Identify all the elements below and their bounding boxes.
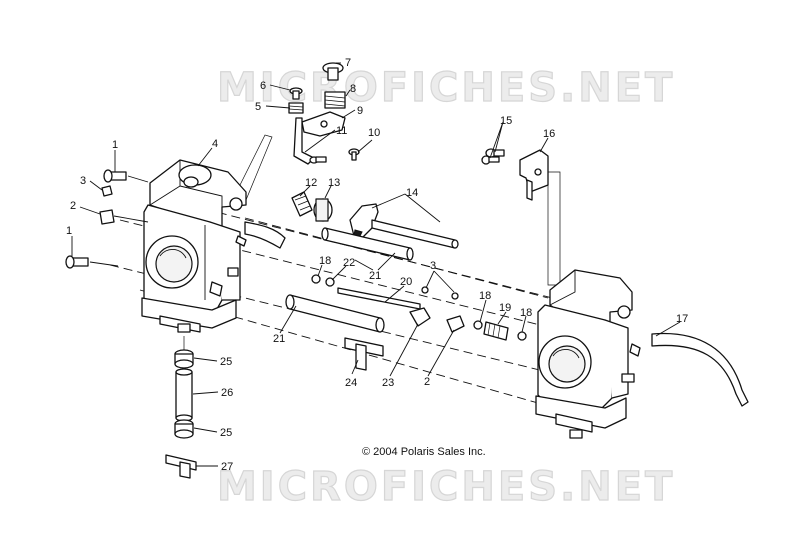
callout-18-center: 18 — [479, 290, 491, 302]
callout-3-center: 3 — [430, 260, 436, 272]
callout-6: 6 — [260, 80, 266, 92]
callout-18-left: 18 — [319, 255, 331, 267]
callout-25-lower: 25 — [220, 427, 232, 439]
callout-24: 24 — [345, 377, 357, 389]
callout-13: 13 — [328, 177, 340, 189]
callout-4: 4 — [212, 138, 218, 150]
linkage-parts — [65, 62, 749, 479]
callout-2-center: 2 — [424, 376, 430, 388]
callout-17: 17 — [676, 313, 688, 325]
callout-14: 14 — [406, 187, 418, 199]
callout-22: 22 — [343, 257, 355, 269]
copyright-notice: © 2004 Polaris Sales Inc. — [362, 446, 486, 458]
left-carburetor — [141, 159, 247, 333]
callout-12: 12 — [305, 177, 317, 189]
callout-15: 15 — [500, 115, 512, 127]
callout-23: 23 — [382, 377, 394, 389]
leader-lines — [71, 62, 681, 467]
callout-21-upper: 21 — [369, 270, 381, 282]
callout-16: 16 — [543, 128, 555, 140]
callout-labels: 1 1 2 2 3 3 4 5 6 7 8 9 10 11 12 13 14 1… — [66, 57, 688, 473]
watermark-top: MICROFICHES.NET — [217, 65, 675, 111]
callout-21-lower: 21 — [273, 333, 285, 345]
callout-26: 26 — [221, 387, 233, 399]
callout-1-upper: 1 — [112, 139, 118, 151]
callout-2-left: 2 — [70, 200, 76, 212]
callout-19: 19 — [499, 302, 511, 314]
callout-3-left: 3 — [80, 175, 86, 187]
callout-10: 10 — [368, 127, 380, 139]
callout-8: 8 — [350, 83, 356, 95]
callout-7: 7 — [345, 57, 351, 69]
callout-11: 11 — [336, 125, 347, 137]
callout-1-lower: 1 — [66, 225, 72, 237]
callout-5: 5 — [255, 101, 261, 113]
callout-27: 27 — [221, 461, 233, 473]
right-carburetor — [535, 269, 641, 439]
watermark-bottom: MICROFICHES.NET — [217, 464, 675, 510]
callout-18-right: 18 — [520, 307, 532, 319]
callout-20: 20 — [400, 276, 412, 288]
callout-9: 9 — [357, 105, 363, 117]
callout-25-upper: 25 — [220, 356, 232, 368]
